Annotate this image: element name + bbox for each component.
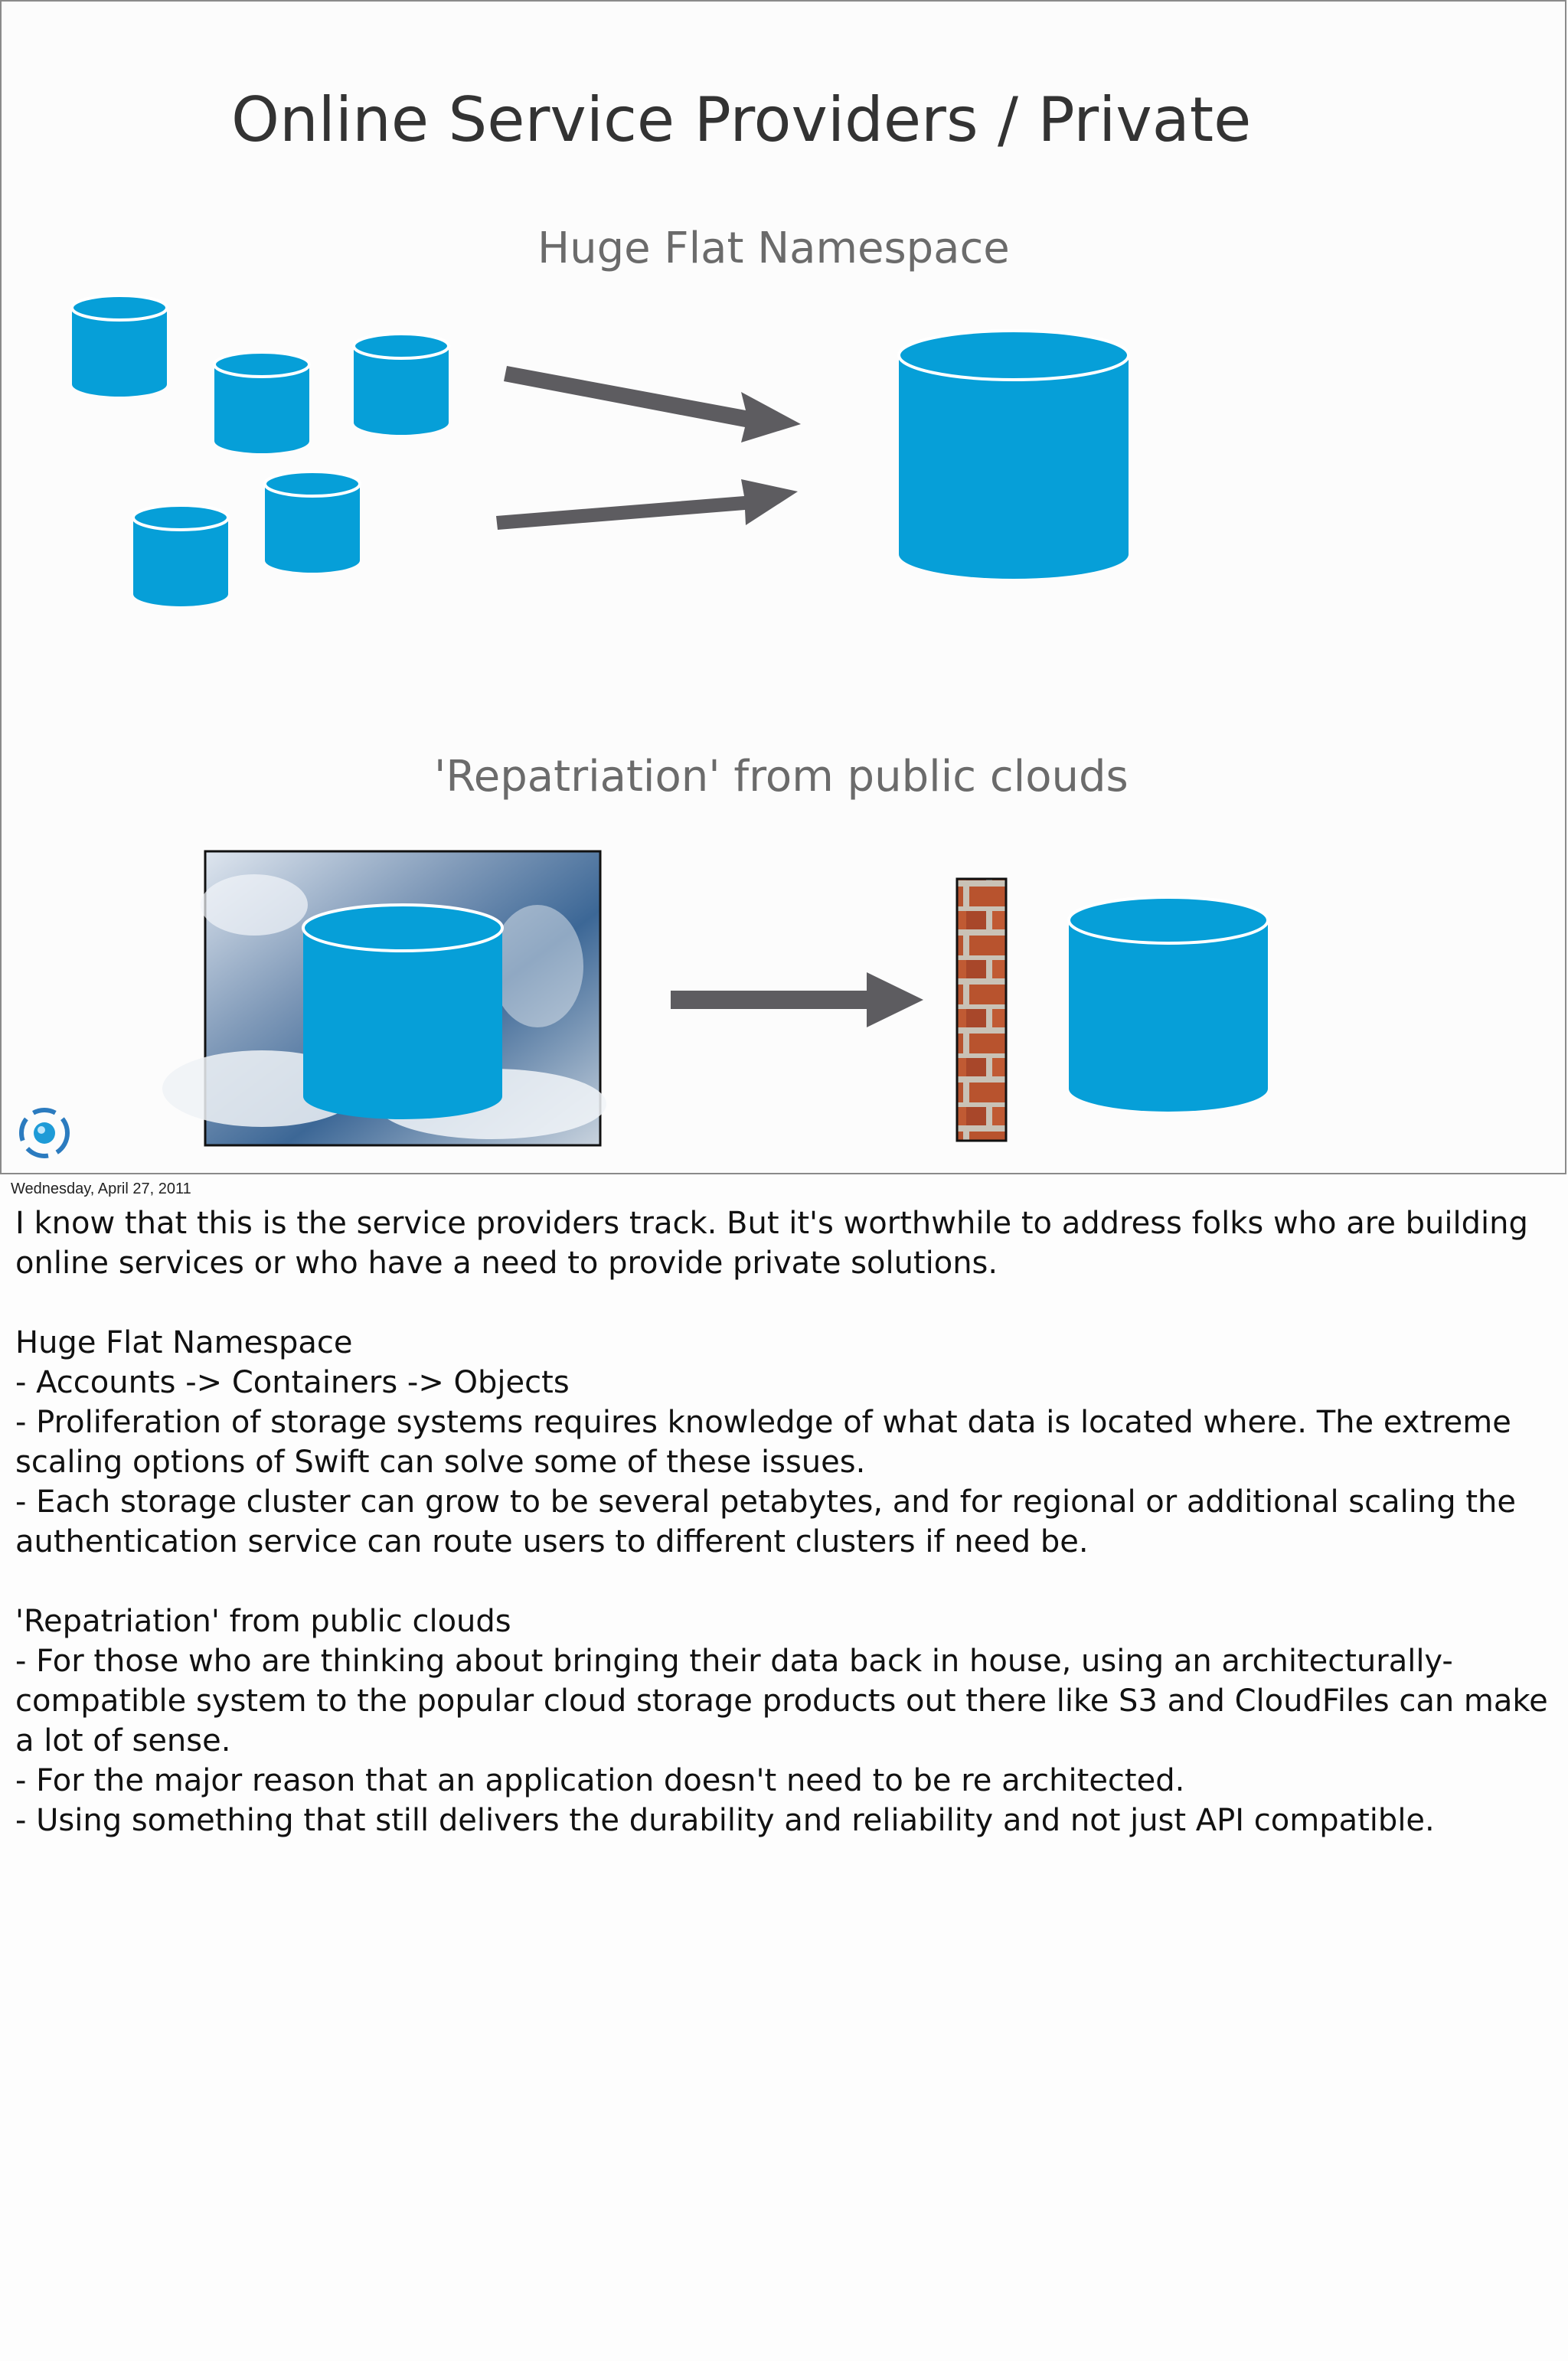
notes-point: - Each storage cluster can grow to be se… — [15, 1484, 1526, 1559]
notes-point: - Proliferation of storage systems requi… — [15, 1405, 1521, 1480]
section-heading-repatriation: 'Repatriation' from public clouds — [434, 752, 1129, 802]
section-heading-namespace: Huge Flat Namespace — [537, 224, 1010, 273]
arrow-icon — [671, 972, 923, 1027]
database-icon — [897, 329, 1130, 579]
notes-section-title: 'Repatriation' from public clouds — [15, 1604, 511, 1639]
database-icon — [302, 903, 504, 1119]
notes-point: - For the major reason that an applicati… — [15, 1763, 1185, 1798]
database-icon — [213, 351, 311, 453]
notes-point: - Accounts -> Containers -> Objects — [15, 1365, 570, 1400]
slide-title: Online Service Providers / Private — [231, 84, 1252, 155]
database-icon — [1067, 896, 1269, 1112]
slide-illustration — [19, 294, 1269, 1158]
brick-wall-icon — [956, 877, 1008, 1142]
database-icon — [132, 504, 230, 606]
notes-section-title: Huge Flat Namespace — [15, 1325, 353, 1360]
notes-intro: I know that this is the service provider… — [15, 1206, 1538, 1281]
database-icon — [263, 470, 361, 573]
speaker-notes: I know that this is the service provider… — [15, 1203, 1554, 1840]
database-icon — [70, 294, 168, 397]
arrow-icon — [504, 366, 801, 442]
notes-point: - Using something that still delivers th… — [15, 1803, 1435, 1838]
logo-icon — [19, 1108, 70, 1158]
slide: Online Service Providers / Private Huge … — [0, 0, 1566, 1174]
cloud-sky-image — [162, 850, 606, 1147]
arrow-icon — [496, 479, 798, 530]
database-icon — [352, 332, 450, 435]
slide-date: Wednesday, April 27, 2011 — [11, 1180, 191, 1197]
notes-point: - For those who are thinking about bring… — [15, 1644, 1558, 1759]
